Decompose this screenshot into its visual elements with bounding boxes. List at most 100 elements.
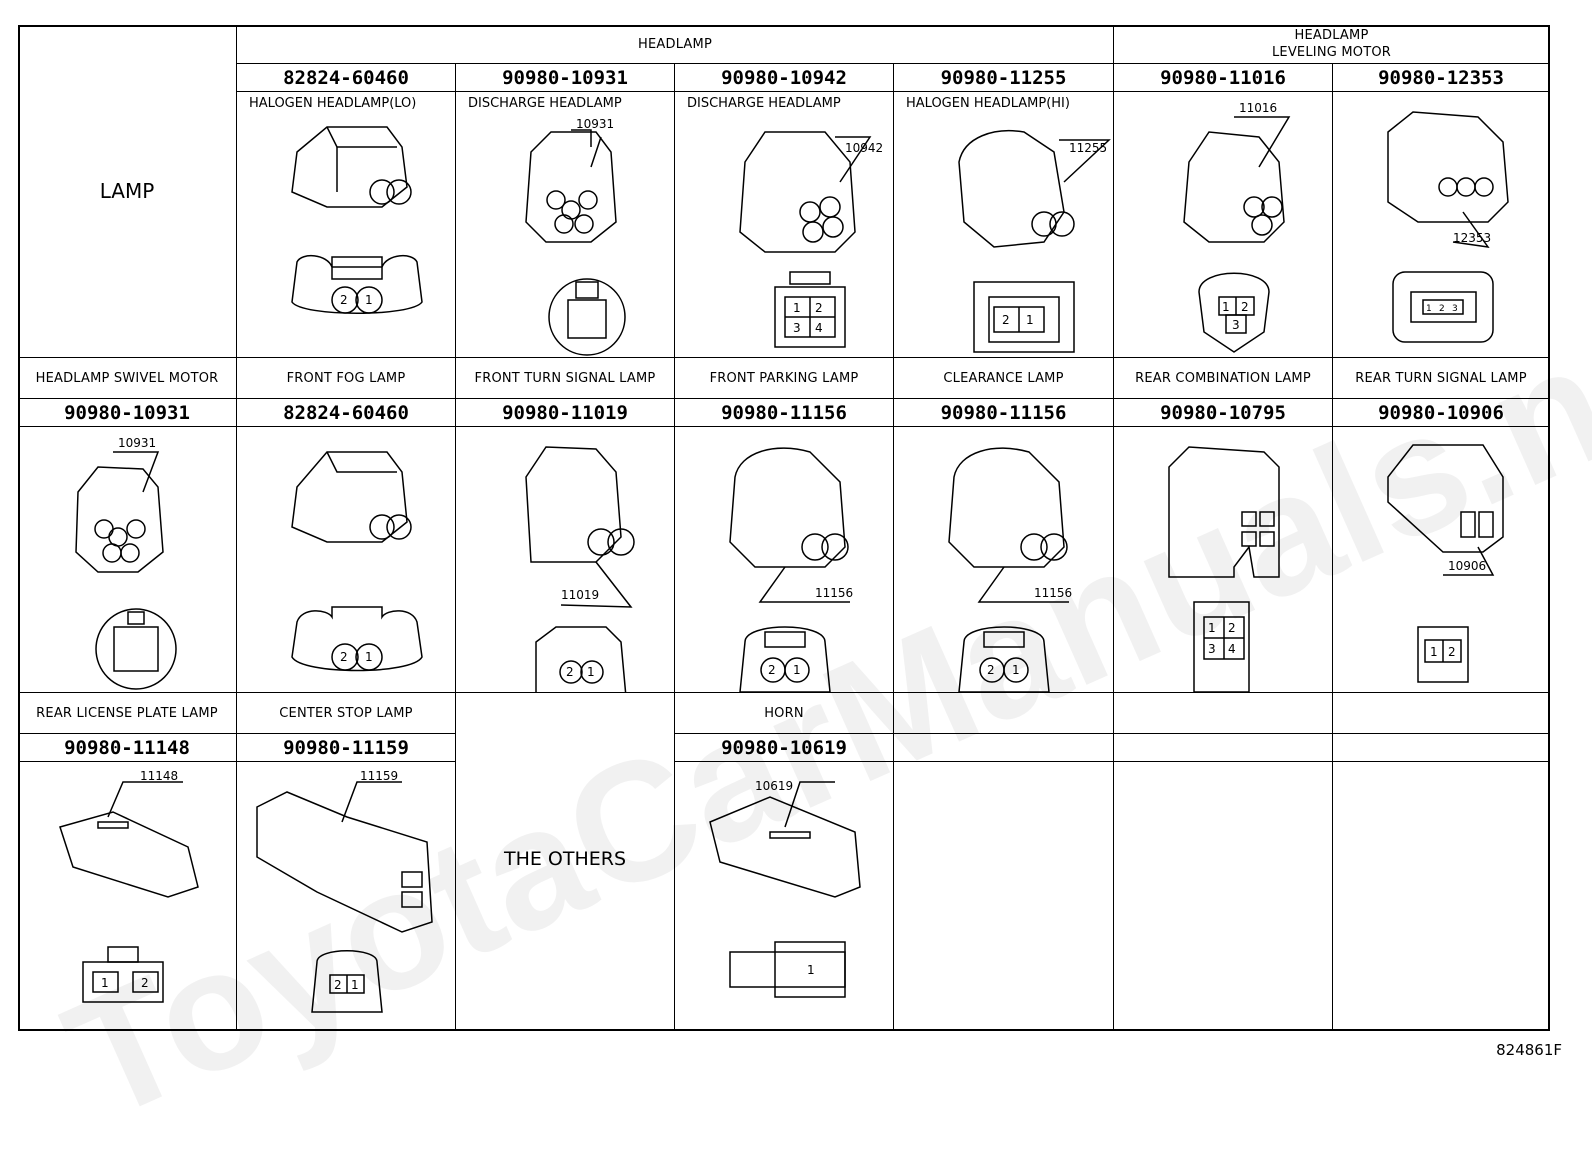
part-number-cell: 90980-10795	[1114, 399, 1333, 427]
title-cell: FRONT FOG LAMP	[237, 358, 456, 399]
empty-cell	[1333, 693, 1550, 734]
leveling-group-label-1: HEADLAMP	[1294, 28, 1369, 43]
connector-title: CLEARANCE LAMP	[943, 371, 1064, 386]
connector-drawing: 10931	[525, 117, 626, 356]
callout-label: 11156	[815, 586, 853, 600]
pin-label: 1	[1012, 663, 1020, 677]
part-number: 90980-11156	[721, 402, 847, 424]
pin-label: 1	[1222, 300, 1230, 314]
title-cell: FRONT TURN SIGNAL LAMP	[456, 358, 675, 399]
connector-title: HALOGEN HEADLAMP(HI)	[906, 96, 1070, 111]
pin-label: 3	[1232, 318, 1240, 332]
connector-cell-leveling-11016: 11016 1 2 3	[1114, 92, 1333, 358]
part-number-cell: 90980-11016	[1114, 64, 1333, 92]
title-cell: FRONT PARKING LAMP	[675, 358, 894, 399]
connector-title: FRONT FOG LAMP	[286, 371, 406, 386]
empty-cell	[1114, 762, 1333, 1031]
connector-cell-clearance: 11156 2 1	[894, 427, 1114, 693]
pin-label: 3	[1208, 642, 1216, 656]
pin-label: 1	[101, 976, 109, 990]
pin-label: 3	[793, 321, 801, 335]
title-cell: REAR LICENSE PLATE LAMP	[18, 693, 237, 734]
connector-drawing: 11148 1 2	[59, 769, 199, 1003]
pin-label: 1	[1026, 313, 1034, 327]
connector-title: DISCHARGE HEADLAMP	[687, 96, 841, 111]
part-number-cell: 90980-11255	[894, 64, 1114, 92]
callout-label: 10619	[755, 779, 793, 793]
empty-cell	[1114, 693, 1333, 734]
part-number-cell: 90980-10942	[675, 64, 894, 92]
part-number: 90980-10931	[64, 402, 190, 424]
connector-cell-discharge-10942: DISCHARGE HEADLAMP 10942 1 2 3 4	[675, 92, 894, 358]
part-number-cell: 82824-60460	[237, 399, 456, 427]
connector-drawing: 11019 2 1	[525, 446, 635, 693]
pin-label: 4	[815, 321, 823, 335]
pin-label: 2	[1228, 621, 1236, 635]
connector-title: REAR TURN SIGNAL LAMP	[1355, 371, 1527, 386]
connector-drawing: 11156 2 1	[729, 447, 853, 693]
callout-label: 10931	[118, 436, 156, 450]
connector-title: FRONT PARKING LAMP	[709, 371, 859, 386]
connector-drawing: 11255 2 1	[958, 130, 1111, 353]
headlamp-group-header: HEADLAMP	[237, 25, 1114, 64]
connector-drawing: 2 1	[291, 126, 423, 314]
connector-drawing: 10942 1 2 3 4	[739, 131, 883, 348]
sheet-code: 824861F	[1496, 1041, 1562, 1059]
connector-title: CENTER STOP LAMP	[279, 706, 413, 721]
pin-label: 2	[1241, 300, 1249, 314]
connector-drawing: 1 2 3 4	[1168, 446, 1280, 693]
title-cell: CENTER STOP LAMP	[237, 693, 456, 734]
callout-label: 11159	[360, 769, 398, 783]
connector-cell-front-turn: 11019 2 1	[456, 427, 675, 693]
part-number: 90980-10906	[1378, 402, 1504, 424]
connector-drawing: 10619 1	[709, 779, 861, 998]
callout-label: 10931	[576, 117, 614, 131]
pin-label: 1	[1430, 645, 1438, 659]
part-number: 90980-10942	[721, 67, 847, 89]
part-number-cell: 90980-11156	[675, 399, 894, 427]
connector-title: HALOGEN HEADLAMP(LO)	[249, 96, 417, 111]
connector-cell-leveling-12353: 12353 1 2 3	[1333, 92, 1550, 358]
callout-label: 11019	[561, 588, 599, 602]
empty-cell	[894, 762, 1114, 1031]
part-number-cell: 90980-12353	[1333, 64, 1550, 92]
pin-label: 1	[807, 963, 815, 977]
callout-label: 11156	[1034, 586, 1072, 600]
connector-drawing: 11016 1 2 3	[1183, 101, 1291, 353]
connector-drawing: 2 1	[291, 451, 423, 672]
part-number-cell: 90980-11019	[456, 399, 675, 427]
part-number: 90980-11159	[283, 737, 409, 759]
pin-label: 2	[1439, 304, 1445, 314]
pin-label: 2	[815, 301, 823, 315]
pin-label: 2	[340, 293, 348, 307]
part-number-cell: 82824-60460	[237, 64, 456, 92]
part-number: 90980-11148	[64, 737, 190, 759]
part-number: 90980-11156	[940, 402, 1067, 424]
pin-label: 2	[987, 663, 995, 677]
others-label: THE OTHERS	[503, 848, 627, 870]
part-number-cell: 90980-10619	[675, 734, 894, 762]
pin-label: 2	[1448, 645, 1456, 659]
pin-label: 2	[141, 976, 149, 990]
connector-title: FRONT TURN SIGNAL LAMP	[474, 371, 656, 386]
part-number-cell: 90980-10931	[18, 399, 237, 427]
leveling-group-header: HEADLAMP LEVELING MOTOR	[1114, 25, 1550, 64]
empty-cell	[1333, 734, 1550, 762]
empty-cell	[894, 734, 1114, 762]
connector-cell-rear-combination: 1 2 3 4	[1114, 427, 1333, 693]
connector-cell-front-parking: 11156 2 1	[675, 427, 894, 693]
title-cell: REAR COMBINATION LAMP	[1114, 358, 1333, 399]
empty-cell	[1333, 762, 1550, 1031]
pin-label: 1	[1208, 621, 1216, 635]
part-number-cell: 90980-10931	[456, 64, 675, 92]
pin-label: 1	[1426, 304, 1432, 314]
connector-cell-halogen-hi: HALOGEN HEADLAMP(HI) 11255 2 1	[894, 92, 1114, 358]
connector-cell-discharge-10931: DISCHARGE HEADLAMP 10931	[456, 92, 675, 358]
part-number: 90980-10795	[1160, 402, 1286, 424]
empty-cell	[1114, 734, 1333, 762]
part-number-cell: 90980-11159	[237, 734, 456, 762]
connector-drawing: 11159 2 1	[256, 769, 433, 1013]
lamp-category-label: LAMP	[99, 179, 155, 203]
pin-label: 2	[340, 650, 348, 664]
pin-label: 1	[351, 978, 359, 992]
